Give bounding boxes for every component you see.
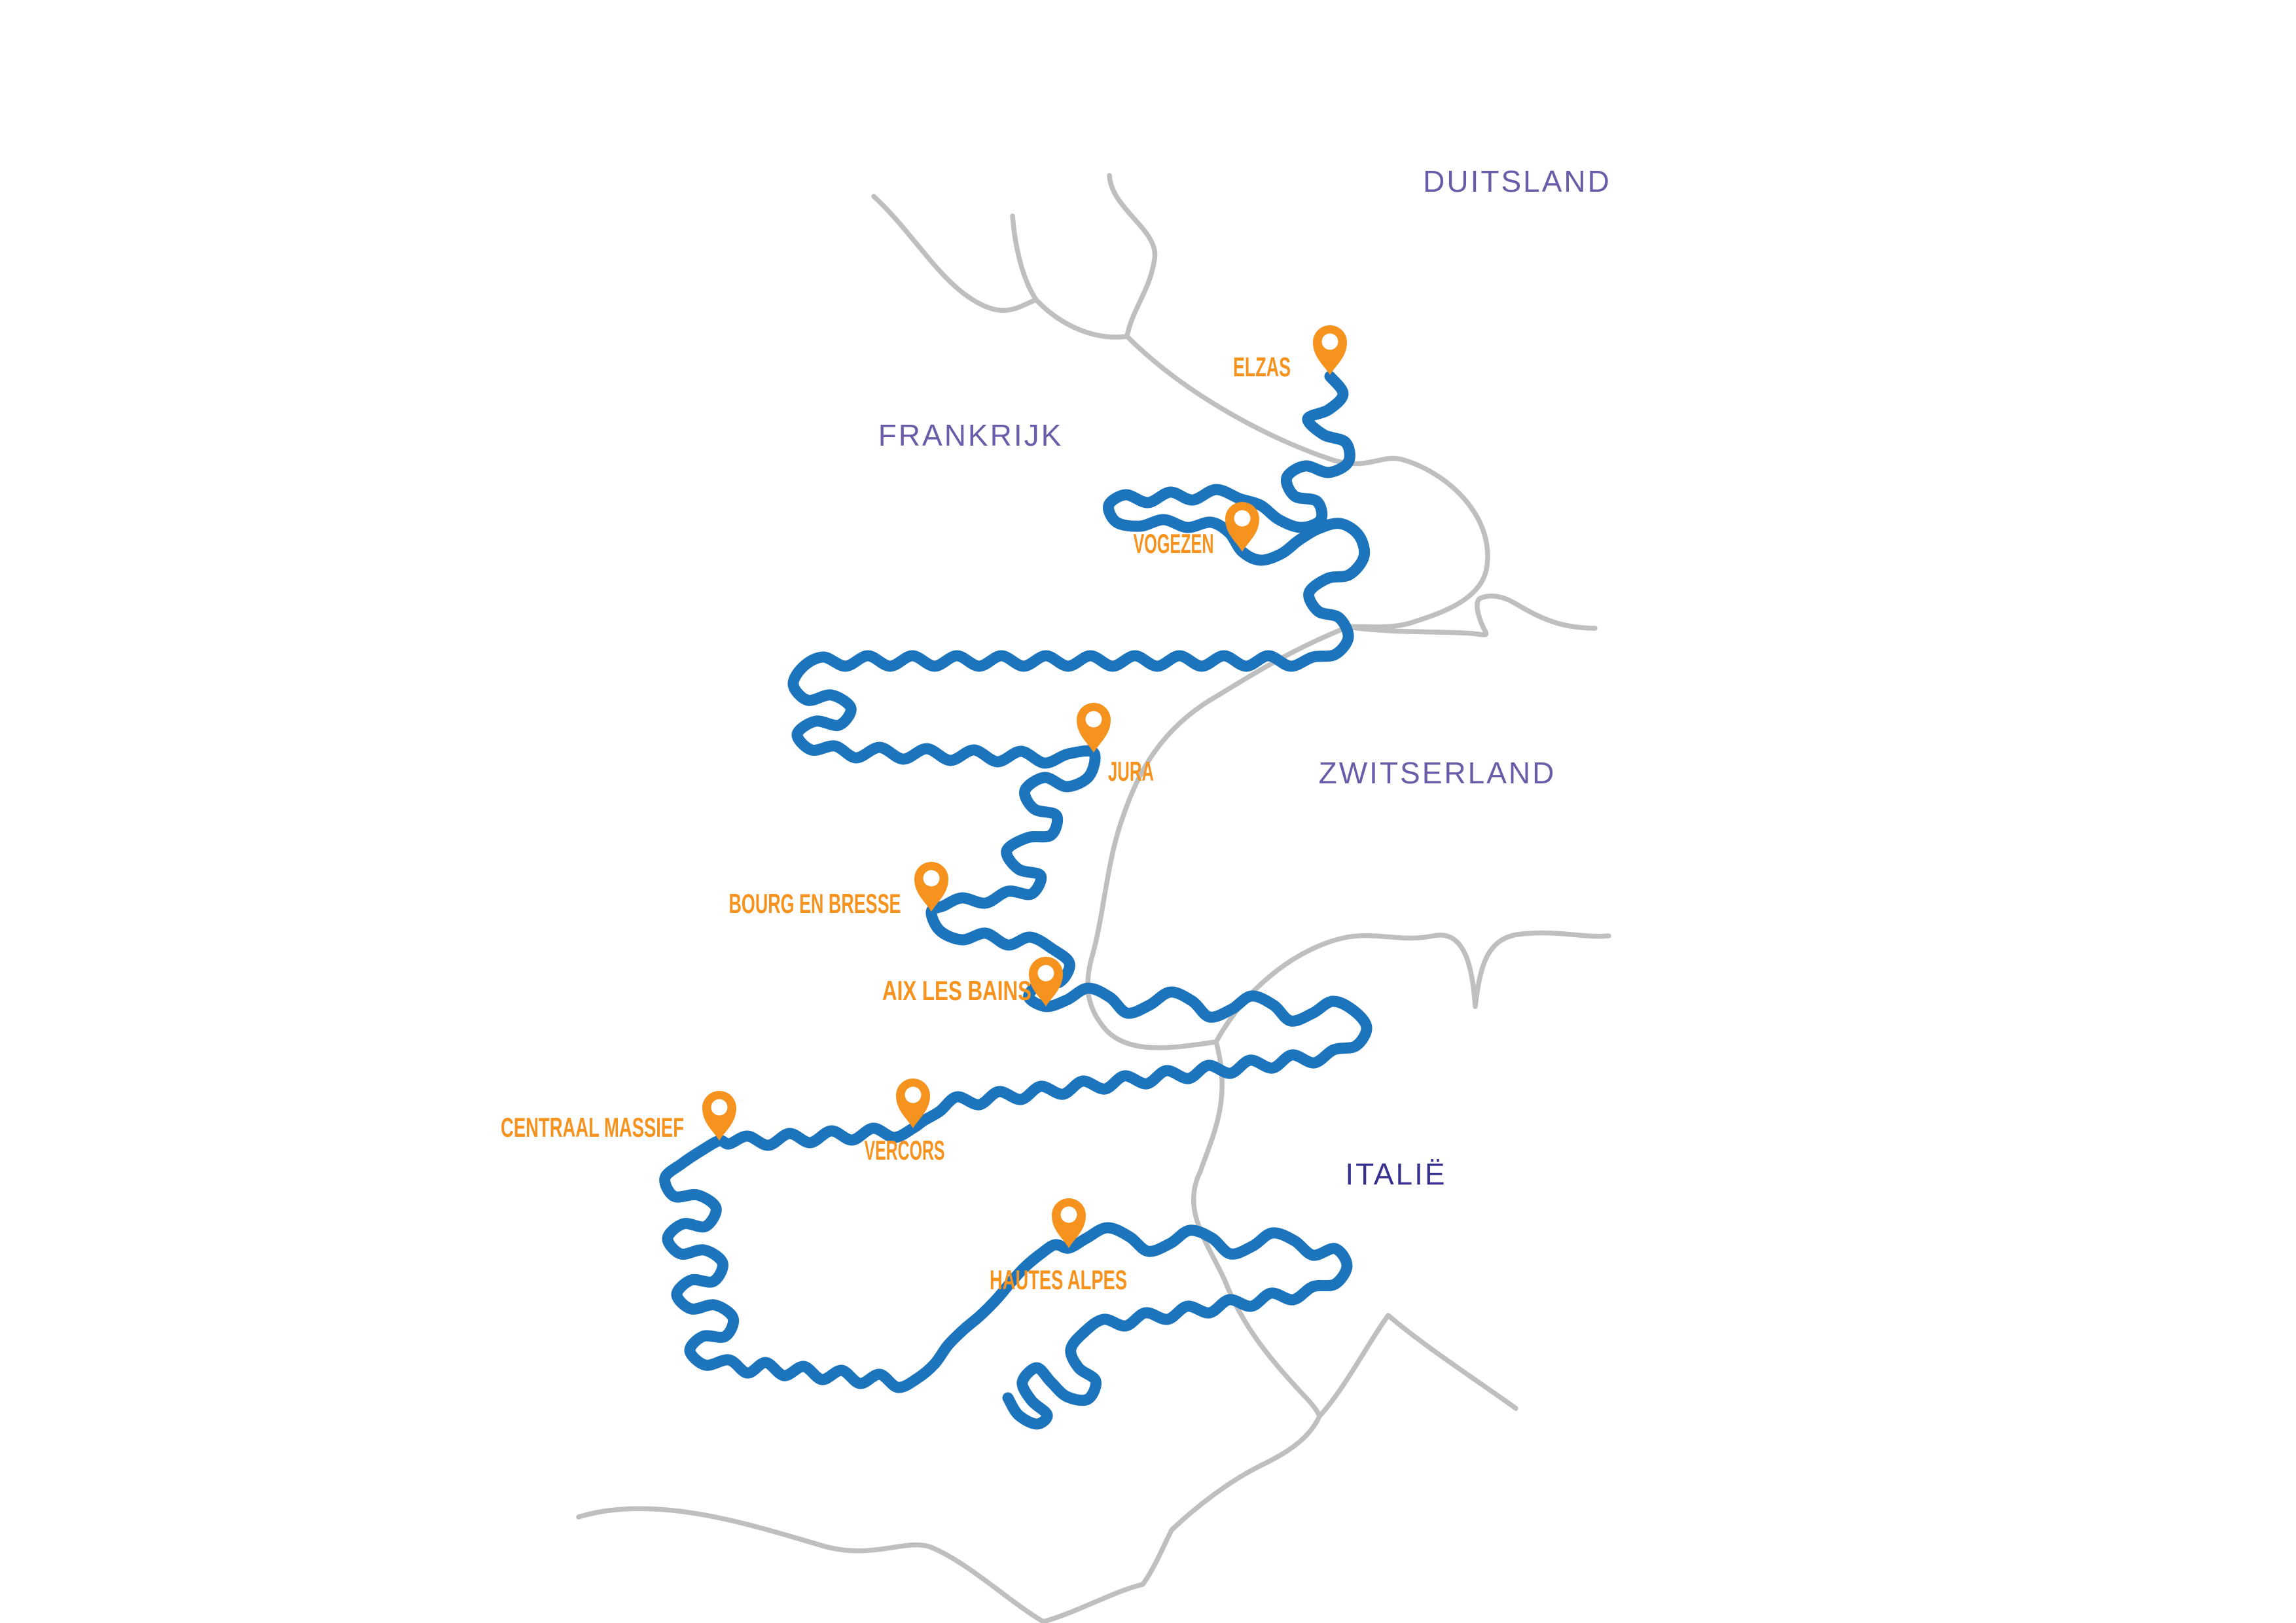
country-label-duitsland: DUITSLAND [1423,164,1611,198]
route-stops: ELZAS VOGEZEN JURA BOURG EN BRESSE AIX LES B… [501,325,1347,1295]
country-label-zwitserland: ZWITSERLAND [1319,756,1556,790]
country-borders [576,173,1611,1623]
pin-body[interactable] [1225,502,1259,552]
map-pin-icon-vercors[interactable] [896,1079,930,1128]
pin-hole [1321,333,1338,350]
pin-hole [923,870,940,887]
border-river-branch-middle [1010,213,1039,302]
stop-label-bourg-en-bresse: BOURG EN BRESSE [729,888,901,919]
stop-label-elzas: ELZAS [1233,351,1291,382]
stop-label-hautes-alpes: HAUTES ALPES [990,1264,1127,1295]
map-pin-icon-vogezen[interactable] [1225,502,1259,552]
map-pin-icon-centraal-massief[interactable] [702,1091,736,1141]
pin-hole [711,1099,728,1116]
map-pin-icon-elzas[interactable] [1313,325,1347,375]
pin-hole [1085,711,1102,728]
pin-hole [1060,1206,1077,1223]
border-switzerland-italy [1213,930,1611,1044]
border-coastline-south [576,1506,1174,1623]
border-switzerland-germany [1346,593,1598,637]
stop-vogezen: VOGEZEN [1134,502,1259,559]
stop-label-vogezen: VOGEZEN [1134,528,1214,559]
border-germany-france-rhine [1124,334,1490,630]
pin-hole [1037,965,1054,982]
border-france-switzerland [1085,624,1351,1050]
country-labels: DUITSLAND FRANKRIJK ZWITSERLAND ITALIË [878,164,1611,1191]
stop-hautes-alpes: HAUTES ALPES [990,1198,1127,1295]
stop-label-centraal-massief: CENTRAAL MASSIEF [501,1112,684,1143]
stop-elzas: ELZAS [1233,325,1347,382]
country-label-itali: ITALIË [1345,1157,1446,1191]
border-liguria-spur [1317,1313,1518,1419]
country-label-frankrijk: FRANKRIJK [878,418,1064,452]
map-pin-icon-jura[interactable] [1077,703,1111,753]
pin-hole [1234,510,1251,527]
pin-body[interactable] [1052,1198,1086,1248]
pin-hole [905,1086,922,1103]
border-france-italy [1169,1039,1322,1533]
stop-centraal-massief: CENTRAAL MASSIEF [501,1091,736,1143]
map-pin-icon-hautes-alpes[interactable] [1052,1198,1086,1248]
cycling-route-line [659,370,1372,1430]
pin-body[interactable] [896,1079,930,1128]
map-pin-icon-aix-les-bains[interactable] [1029,957,1063,1007]
stop-label-jura: JURA [1108,756,1154,787]
pin-body[interactable] [702,1091,736,1141]
border-river-branch-right [1107,173,1158,339]
stop-jura: JURA [1077,703,1154,787]
stop-label-aix-les-bains: AIX LES BAINS [882,975,1031,1006]
map-pin-icon-bourg-en-bresse[interactable] [914,862,948,912]
stop-aix-les-bains: AIX LES BAINS [882,957,1063,1007]
pin-body[interactable] [1029,957,1063,1007]
pin-body[interactable] [914,862,948,912]
stop-bourg-en-bresse: BOURG EN BRESSE [729,862,948,919]
stop-vercors: VERCORS [865,1079,945,1166]
pin-body[interactable] [1313,325,1347,375]
border-river-branch-left [871,194,1130,340]
pin-body[interactable] [1077,703,1111,753]
stop-label-vercors: VERCORS [865,1135,945,1166]
